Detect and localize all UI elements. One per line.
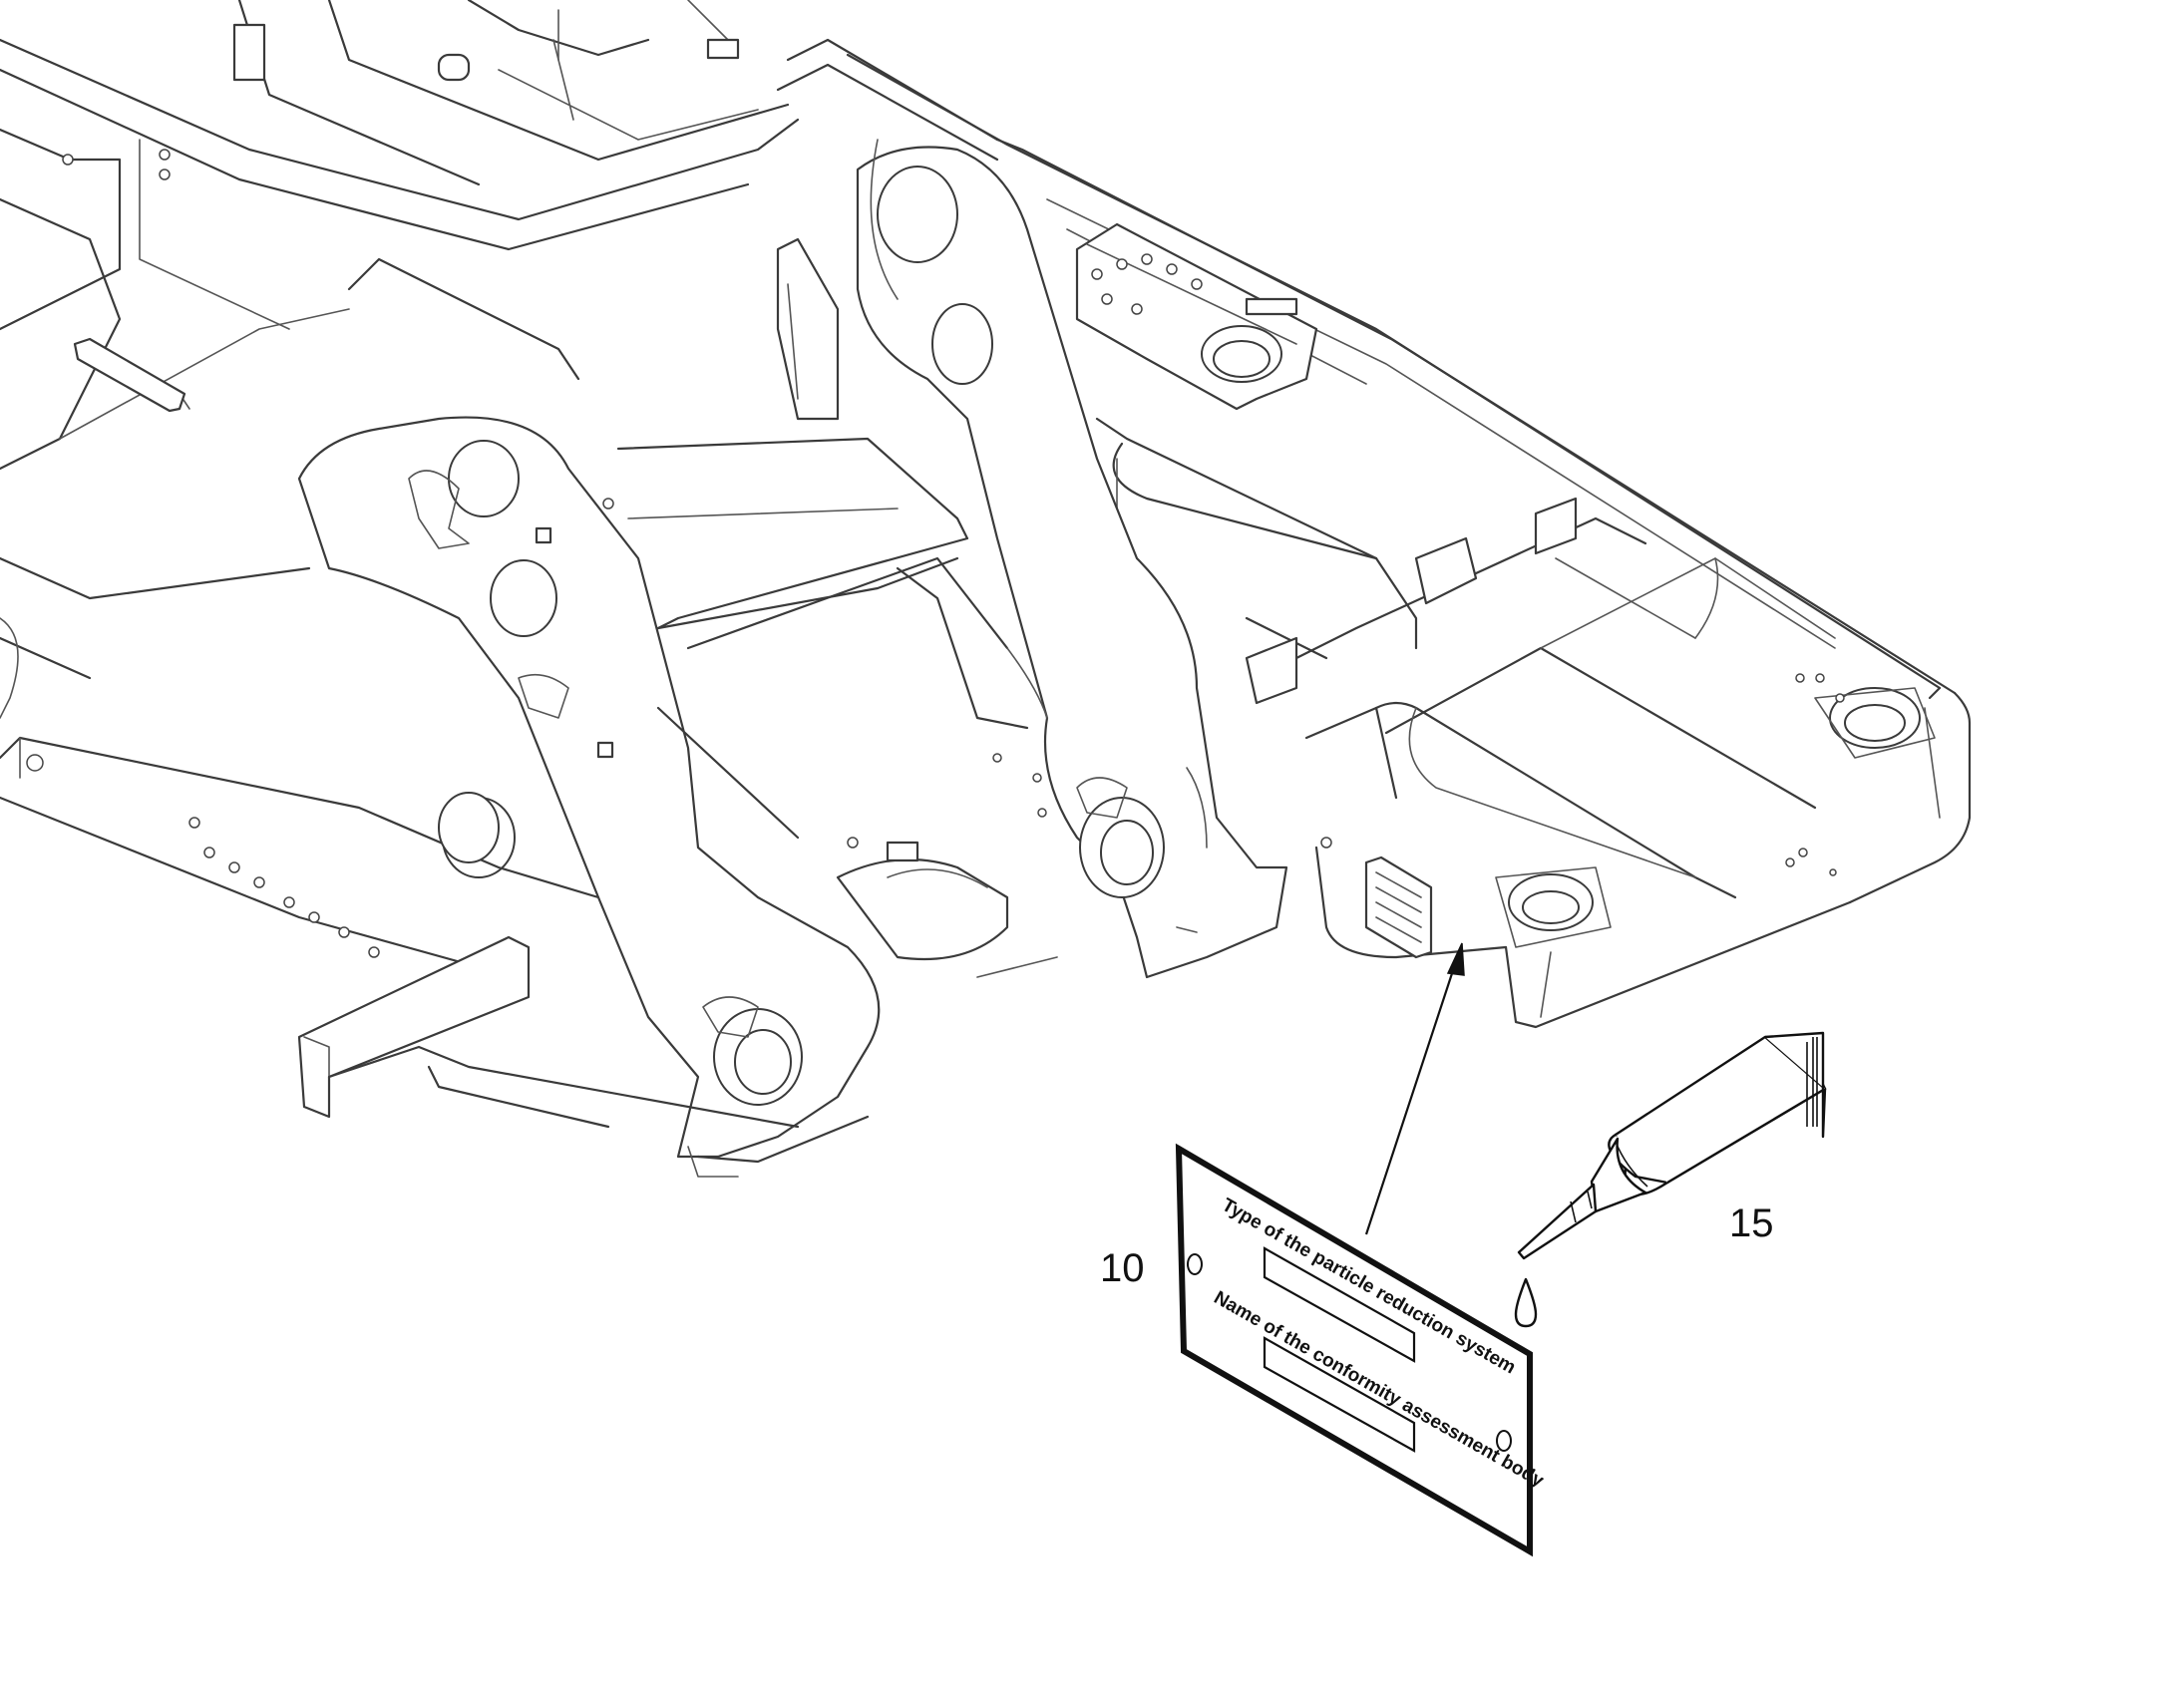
adhesive-drop-icon bbox=[1514, 1277, 1538, 1328]
callout-number-plate: 10 bbox=[1100, 1246, 1145, 1290]
adhesive-tube-icon bbox=[1517, 1031, 1827, 1260]
leader-arrow-icon bbox=[1364, 942, 1465, 1235]
plate-mounting-hole-right bbox=[1496, 1430, 1512, 1452]
type-plate: Type of the particle reduction system Na… bbox=[1175, 1143, 1548, 1557]
plate-field-particle-reduction bbox=[1263, 1246, 1416, 1363]
plate-field-conformity-body bbox=[1263, 1336, 1416, 1453]
callout-number-adhesive: 15 bbox=[1729, 1201, 1774, 1245]
plate-mounting-hole-left bbox=[1187, 1253, 1203, 1275]
machine-frame-illustration bbox=[0, 0, 1972, 1178]
